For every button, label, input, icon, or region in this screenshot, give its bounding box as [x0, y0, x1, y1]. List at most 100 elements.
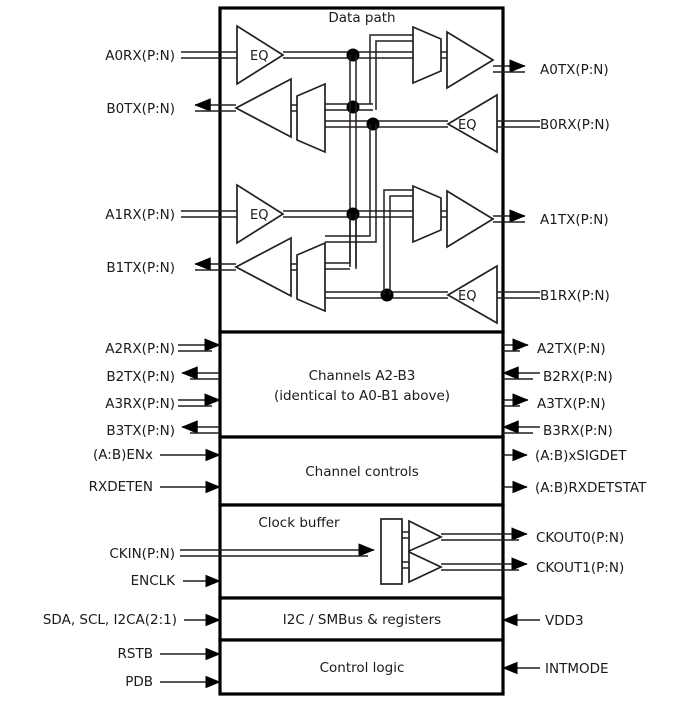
- wire-b0tx-out: [220, 104, 236, 112]
- mux-a0tx: [412, 25, 442, 85]
- wire-a0tx-out: [493, 65, 503, 73]
- channel-controls-title: Channel controls: [305, 464, 419, 480]
- datapath-title: Data path: [328, 10, 395, 26]
- clock-buffer-title: Clock buffer: [258, 515, 340, 531]
- driver-a0tx: [446, 30, 495, 90]
- wire-a0rx-in: [181, 51, 237, 59]
- eq-amplifier-a1: EQ: [236, 183, 285, 245]
- channels-title-line1: Channels A2-B3: [309, 368, 416, 384]
- wire-b0rx: [503, 120, 540, 128]
- label-rstb: RSTB: [118, 646, 153, 662]
- arrow-b2tx: [181, 366, 220, 380]
- wire-mux-to-driver-a1: [441, 210, 447, 218]
- label-a3tx: A3TX(P:N): [537, 396, 606, 412]
- label-a3rx: A3RX(P:N): [105, 396, 175, 412]
- cross-connect-a1-up: [349, 214, 357, 269]
- wire-b0rx-in: [497, 120, 503, 128]
- driver-b0tx: [234, 77, 292, 139]
- arrow-b0tx: [194, 98, 220, 112]
- arrow-b2rx: [502, 366, 540, 380]
- label-ckout0: CKOUT0(P:N): [536, 530, 624, 546]
- cross-connect-b1-up: [383, 189, 413, 295]
- arrow-b3rx: [502, 420, 540, 434]
- wire-ckout0-internal: [441, 533, 503, 541]
- label-b1rx: B1RX(P:N): [540, 288, 610, 304]
- wire-b1rx-in: [497, 291, 503, 299]
- driver-b1tx: [234, 236, 292, 298]
- arrow-ckout1: [503, 557, 528, 571]
- label-b0rx: B0RX(P:N): [540, 117, 610, 133]
- channels-title-line2: (identical to A0-B1 above): [274, 388, 450, 404]
- i2c-title: I2C / SMBus & registers: [283, 612, 441, 628]
- label-abrxdetstat: (A:B)RXDETSTAT: [535, 480, 647, 496]
- label-abenx: (A:B)ENx: [93, 447, 153, 463]
- label-ckout1: CKOUT1(P:N): [536, 560, 624, 576]
- eq-amplifier-b1: EQ: [446, 264, 498, 325]
- wire-ckout1-internal: [441, 563, 503, 571]
- wire-b1-mux-to-driver: [291, 263, 297, 271]
- clock-buffer-gate: [380, 518, 403, 585]
- label-b0tx: B0TX(P:N): [106, 101, 175, 117]
- block-channels: [218, 330, 505, 439]
- wire-b0-eqout: [325, 120, 448, 128]
- mux-a1tx: [412, 184, 442, 244]
- label-a1tx: A1TX(P:N): [540, 212, 609, 228]
- label-vdd3: VDD3: [545, 613, 584, 629]
- eq-amplifier-a0: EQ: [236, 24, 285, 86]
- junction-dot-a0: [346, 48, 360, 62]
- wire-a1rx-in: [181, 210, 237, 218]
- svg-text:EQ: EQ: [250, 49, 268, 64]
- label-a2tx: A2TX(P:N): [537, 341, 606, 357]
- clock-driver-0: [408, 519, 444, 553]
- label-rxdeten: RXDETEN: [89, 479, 153, 495]
- arrow-b3tx: [181, 420, 220, 434]
- svg-text:EQ: EQ: [458, 118, 476, 133]
- wire-b1tx-out: [220, 263, 236, 271]
- control-logic-title: Control logic: [320, 660, 405, 676]
- arrow-a2tx: [503, 338, 529, 352]
- wire-b1-mux-second-input: [325, 262, 350, 270]
- clock-driver-1: [408, 550, 444, 584]
- label-enclk: ENCLK: [131, 573, 177, 589]
- mux-b0tx: [296, 82, 326, 154]
- wire-b1rx: [503, 291, 540, 299]
- arrow-a3rx: [178, 393, 221, 407]
- cross-connect-b0-down: [325, 124, 377, 243]
- label-a1rx: A1RX(P:N): [105, 207, 175, 223]
- cross-connect-b0-to-a1mux: [369, 34, 413, 110]
- label-absigdet: (A:B)xSIGDET: [535, 448, 627, 464]
- label-b1tx: B1TX(P:N): [106, 260, 175, 276]
- label-pdb: PDB: [125, 674, 153, 690]
- eq-amplifier-b0: EQ: [446, 93, 498, 154]
- label-i2c-bus: SDA, SCL, I2CA(2:1): [43, 612, 177, 628]
- label-ckin: CKIN(P:N): [109, 546, 175, 562]
- arrow-a3tx: [503, 393, 529, 407]
- mux-b1tx: [296, 241, 326, 313]
- block-control-logic: [218, 638, 505, 696]
- block-channel-controls: [218, 435, 505, 507]
- arrow-a2rx: [178, 338, 221, 352]
- label-a0tx: A0TX(P:N): [540, 62, 609, 78]
- arrow-ckout0: [503, 527, 528, 541]
- label-b2rx: B2RX(P:N): [543, 369, 613, 385]
- wire-mux-to-driver-a0: [441, 51, 447, 59]
- junction-dot-b1: [380, 288, 394, 302]
- junction-dot-b0-mid: [346, 100, 360, 114]
- label-b3tx: B3TX(P:N): [106, 423, 175, 439]
- arrow-b1tx: [194, 257, 220, 271]
- label-a2rx: A2RX(P:N): [105, 341, 175, 357]
- wire-a1tx-out: [493, 215, 503, 223]
- label-a0rx: A0RX(P:N): [105, 48, 175, 64]
- arrow-a1tx: [503, 209, 526, 223]
- label-b2tx: B2TX(P:N): [106, 369, 175, 385]
- junction-dot-b0: [366, 117, 380, 131]
- wire-clkgate-to-drivers: [402, 531, 409, 569]
- arrow-a0tx: [503, 59, 526, 73]
- wire-ckin-ext: [180, 549, 220, 557]
- wire-b0-mux-to-driver: [291, 104, 297, 112]
- label-intmode: INTMODE: [545, 661, 609, 677]
- label-b3rx: B3RX(P:N): [543, 423, 613, 439]
- junction-dot-a1: [346, 207, 360, 221]
- driver-a1tx: [446, 189, 495, 249]
